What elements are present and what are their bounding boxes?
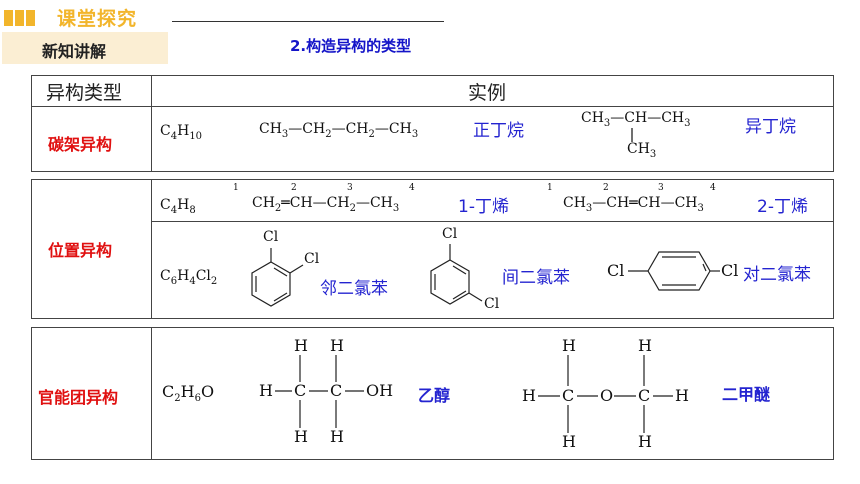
header-bar-1 [4,10,13,26]
ethanol-h4: H [294,427,308,446]
name-ortho: 邻二氯苯 [320,279,388,299]
ether-h1: H [562,336,576,355]
ethanol-c2: C [330,381,343,400]
formula-c2h6o: C2H6O [162,382,215,405]
position-col-divider [151,179,152,319]
name-2-butene: 2-丁烯 [757,197,808,217]
ether-c2: C [638,386,651,405]
table-position [31,179,834,319]
ether-c1: C [562,386,575,405]
ether-h5: H [562,432,576,451]
locant-4a: 4 [409,183,415,193]
ethanol-c1: C [294,381,307,400]
ether-h4: H [675,386,689,405]
position-row-divider [151,221,834,222]
topic-heading: 2.构造异构的类型 [290,37,412,55]
name-1-butene: 1-丁烯 [458,197,509,217]
col-header-type: 异构类型 [46,82,123,104]
meta-cl-2: Cl [484,296,500,312]
ethanol-h1: H [294,336,308,355]
ethanol-h3: H [259,381,273,400]
locant-4b: 4 [710,183,716,193]
para-cl-1: Cl [607,261,625,280]
subtitle-box [2,32,168,64]
ether-h3: H [522,386,536,405]
name-dimethyl-ether: 二甲醚 [722,385,771,404]
header-bar-3 [26,10,35,26]
category-carbon: 碳架异构 [48,135,113,154]
structure-isobutane-main: CH3—CH—CH3 [581,110,691,129]
ortho-cl-2: Cl [304,251,320,267]
locant-1a: 1 [233,183,239,193]
para-ring [628,251,720,291]
locant-2b: 2 [603,183,609,193]
table-carbon [31,75,834,172]
ethanol-h2: H [330,336,344,355]
ether-o: O [600,386,614,405]
name-meta: 间二氯苯 [502,268,570,288]
ether-h6: H [638,432,652,451]
table-functional [31,327,834,460]
locant-2a: 2 [291,183,297,193]
formula-c4h8: C4H8 [160,197,196,216]
ethanol-h5: H [330,427,344,446]
meta-ring [430,244,483,305]
title-underline [172,21,444,22]
formula-c6h4cl2: C6H4Cl2 [160,268,218,287]
col-header-example: 实例 [468,82,507,104]
subtitle-text: 新知讲解 [42,42,107,61]
name-isobutane: 异丁烷 [745,117,796,137]
locant-3b: 3 [658,183,664,193]
structure-2-butene: CH3—CH═CH—CH3 [563,195,704,214]
ethanol-oh: OH [366,381,394,400]
para-cl-2: Cl [721,261,739,280]
page-title: 课堂探究 [57,8,138,30]
ortho-ring [251,248,304,307]
table-header-divider [31,106,834,107]
name-para: 对二氯苯 [743,265,811,285]
name-n-butane: 正丁烷 [473,121,524,141]
structure-isobutane-branch: CH3 [627,141,657,160]
table-col-divider [151,75,152,172]
locant-3a: 3 [347,183,353,193]
ortho-cl-1: Cl [263,229,279,245]
ether-h2: H [638,336,652,355]
functional-col-divider [151,327,152,460]
meta-cl-1: Cl [442,226,458,242]
category-position: 位置异构 [48,241,113,260]
formula-c4h10: C4H10 [160,123,203,142]
structure-1-butene: CH2═CH—CH2—CH3 [252,195,400,214]
category-functional: 官能团异构 [38,388,119,407]
structure-n-butane: CH3—CH2—CH2—CH3 [259,121,419,140]
header-bar-2 [15,10,24,26]
name-ethanol: 乙醇 [418,386,451,405]
locant-1b: 1 [547,183,553,193]
